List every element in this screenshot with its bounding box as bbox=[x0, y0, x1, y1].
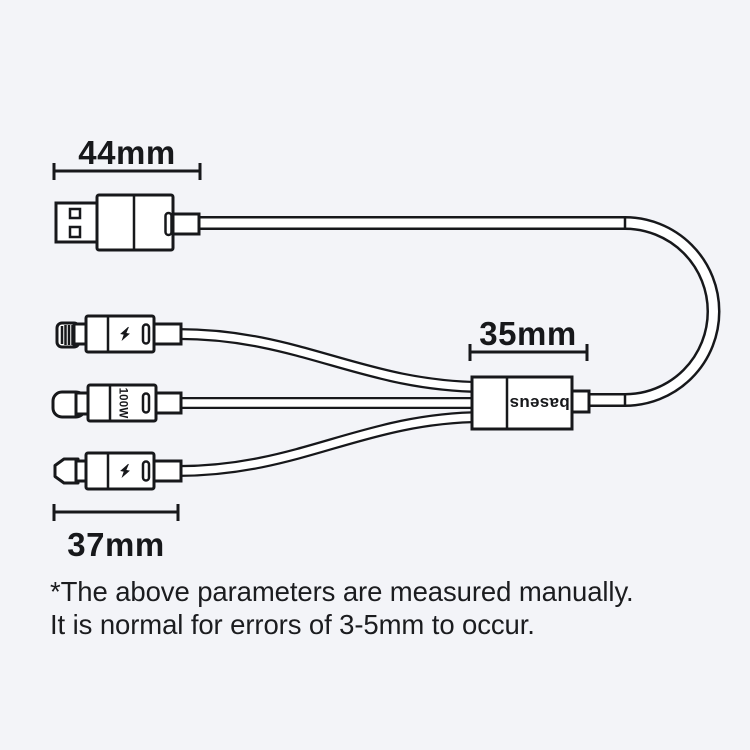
usb-a-strain-relief bbox=[171, 212, 201, 236]
measure-44mm-bracket bbox=[52, 163, 202, 180]
main-cable bbox=[197, 216, 721, 407]
hub-length-label: 35mm bbox=[479, 315, 577, 352]
hub-body bbox=[470, 375, 574, 431]
disclaimer-line-2: It is normal for errors of 3-5mm to occu… bbox=[50, 609, 535, 640]
disclaimer-note: *The above parameters are measured manua… bbox=[50, 575, 710, 641]
measure-37mm-bracket bbox=[52, 504, 180, 521]
hub-brand-label: baseus bbox=[509, 394, 570, 413]
oval-slot-icon bbox=[141, 392, 151, 414]
usb-a-contact-hole bbox=[68, 225, 82, 239]
micro-usb-body bbox=[84, 451, 156, 491]
usb-a-length-label: 44mm bbox=[78, 134, 176, 171]
lightning-body bbox=[84, 314, 156, 354]
usb-a-connector bbox=[54, 193, 201, 252]
measure-35mm-bracket bbox=[468, 344, 589, 361]
lightning-bolt-icon bbox=[120, 326, 130, 342]
oval-slot-icon bbox=[141, 323, 151, 345]
usb-a-contact-hole bbox=[68, 207, 82, 220]
lightning-bolt-icon bbox=[120, 463, 130, 479]
connectors-length-label: 37mm bbox=[67, 526, 165, 563]
usb-c-body bbox=[86, 383, 158, 423]
micro-usb-strain-relief bbox=[152, 459, 183, 483]
micro-usb-branch-cable bbox=[177, 411, 483, 477]
micro-usb-tip bbox=[53, 457, 80, 485]
disclaimer-line-1: *The above parameters are measured manua… bbox=[50, 576, 634, 607]
lightning-connector bbox=[55, 314, 183, 354]
lightning-strain-relief bbox=[152, 322, 183, 346]
oval-slot-icon bbox=[141, 460, 151, 482]
usb-c-power-label: 100W bbox=[116, 387, 129, 419]
hub-strain-relief bbox=[570, 389, 591, 414]
splitter-hub bbox=[470, 375, 591, 431]
oval-slot-icon bbox=[164, 211, 173, 237]
usb-c-strain-relief bbox=[152, 391, 183, 415]
lightning-branch-cable bbox=[177, 328, 483, 393]
usb-c-connector bbox=[51, 383, 183, 423]
micro-usb-connector bbox=[53, 451, 183, 491]
